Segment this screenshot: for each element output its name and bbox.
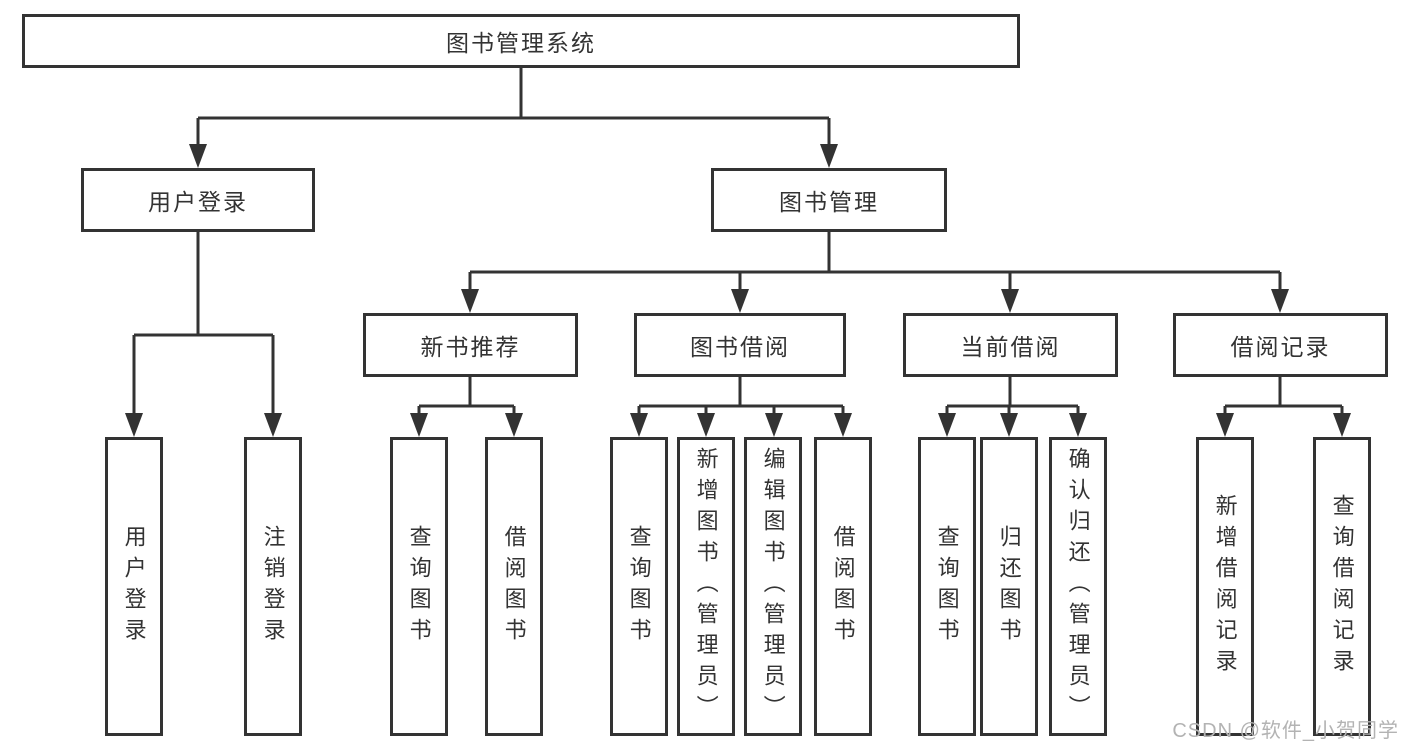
node-book-management-label: 图书管理 — [779, 189, 879, 215]
leaf-edit-books-admin-label: 编辑图书（管理员） — [760, 447, 786, 726]
leaf-add-borrow-record-label: 新增借阅记录 — [1212, 493, 1238, 680]
leaf-user-login-label: 用户登录 — [121, 524, 147, 649]
leaf-add-books-admin-label: 新增图书（管理员） — [693, 447, 719, 726]
node-user-login-label: 用户登录 — [148, 189, 248, 215]
node-root: 图书管理系统 — [22, 14, 1020, 68]
leaf-recommend-borrow-books-label: 借阅图书 — [501, 524, 527, 649]
node-new-book-recommend: 新书推荐 — [363, 313, 578, 377]
connector-book-management-branch — [468, 232, 1282, 291]
arrowheads — [125, 144, 1351, 437]
leaf-borrow-books: 借阅图书 — [814, 437, 872, 736]
node-book-borrow: 图书借阅 — [634, 313, 846, 377]
node-book-management: 图书管理 — [711, 168, 947, 232]
connector-root-branch — [196, 68, 831, 146]
connector-book-borrow-branch — [637, 377, 845, 419]
leaf-add-borrow-record: 新增借阅记录 — [1196, 437, 1254, 736]
connector-new-book-branch — [417, 377, 516, 419]
leaf-edit-books-admin: 编辑图书（管理员） — [744, 437, 802, 736]
leaf-logout-label: 注销登录 — [260, 524, 286, 649]
leaf-borrow-query-books: 查询图书 — [610, 437, 668, 736]
connector-user-login-branch — [132, 232, 275, 419]
leaf-recommend-query-books: 查询图书 — [390, 437, 448, 736]
watermark-text: CSDN @软件_小贺同学 — [1172, 720, 1399, 742]
node-current-borrow: 当前借阅 — [903, 313, 1118, 377]
connector-borrow-records-branch — [1223, 377, 1344, 419]
leaf-query-borrow-record: 查询借阅记录 — [1313, 437, 1371, 736]
node-current-borrow-label: 当前借阅 — [960, 334, 1061, 360]
leaf-query-borrow-record-label: 查询借阅记录 — [1329, 493, 1355, 680]
leaf-logout: 注销登录 — [244, 437, 302, 736]
node-new-book-recommend-label: 新书推荐 — [420, 334, 521, 360]
leaf-current-query-books-label: 查询图书 — [934, 524, 960, 649]
leaf-confirm-return-admin-label: 确认归还（管理员） — [1065, 447, 1091, 726]
node-book-borrow-label: 图书借阅 — [690, 334, 790, 360]
leaf-return-books: 归还图书 — [980, 437, 1038, 736]
leaf-recommend-query-books-label: 查询图书 — [406, 524, 432, 649]
leaf-borrow-query-books-label: 查询图书 — [626, 524, 652, 649]
leaf-confirm-return-admin: 确认归还（管理员） — [1049, 437, 1107, 736]
node-borrow-records: 借阅记录 — [1173, 313, 1388, 377]
leaf-user-login: 用户登录 — [105, 437, 163, 736]
leaf-recommend-borrow-books: 借阅图书 — [485, 437, 543, 736]
leaf-add-books-admin: 新增图书（管理员） — [677, 437, 735, 736]
node-root-label: 图书管理系统 — [446, 30, 596, 56]
node-user-login: 用户登录 — [81, 168, 315, 232]
leaf-current-query-books: 查询图书 — [918, 437, 976, 736]
connector-current-borrow-branch — [945, 377, 1080, 419]
node-borrow-records-label: 借阅记录 — [1230, 334, 1331, 360]
leaf-borrow-books-label: 借阅图书 — [830, 524, 856, 649]
leaf-return-books-label: 归还图书 — [996, 524, 1022, 649]
